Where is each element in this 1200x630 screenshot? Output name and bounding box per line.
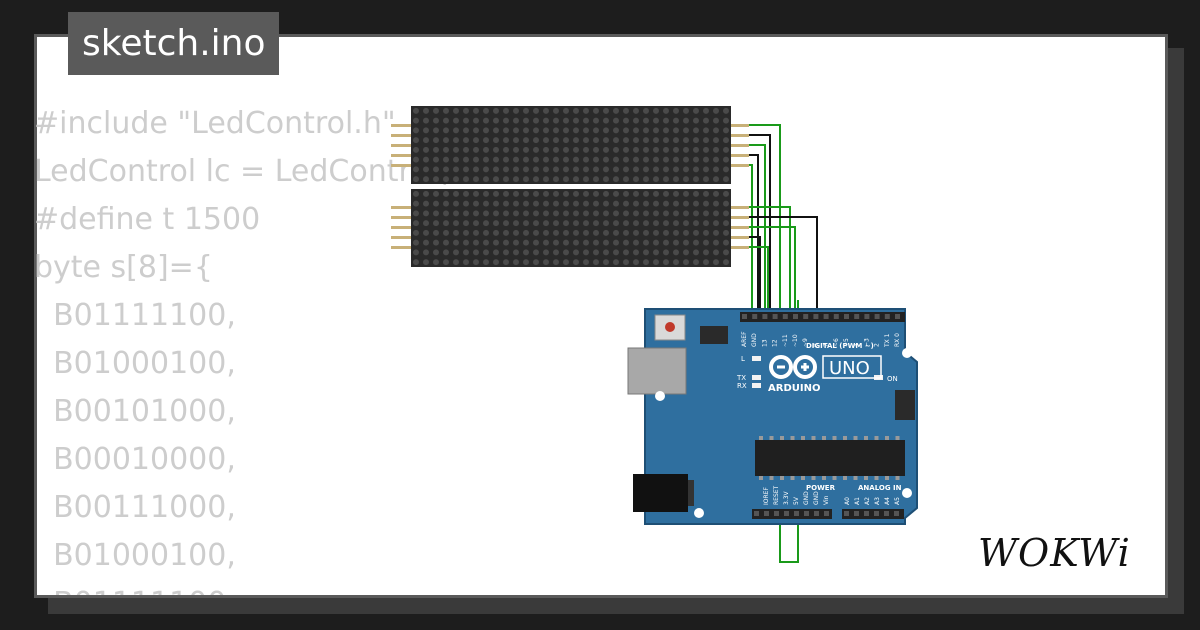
pin-label: 3.3V [783,490,790,505]
analog-header [842,509,904,519]
icsp-header-side [895,390,915,420]
power-header [752,509,832,519]
pin-label: ~5 [843,338,850,347]
label-digital: DIGITAL (PWM ~) [806,342,874,350]
pin-label: GND [751,333,758,347]
mounting-holes [655,348,912,518]
pin-label: AREF [741,331,748,347]
led-l [752,356,761,361]
pin-label: ~9 [802,338,809,347]
pin-label: 2 [874,343,881,347]
pin-label: IOREF [763,487,770,505]
icsp-header-top [700,326,728,344]
pin-label: A5 [894,497,901,505]
code-line: B00010000, [34,442,236,477]
matrix-right-pins [731,124,749,249]
board-brand: ARDUINO [768,383,820,394]
led-matrix-bottom-dots [413,190,729,266]
wokwi-logo-text: WOKWi [978,531,1131,575]
code-line: B01000100, [34,346,236,381]
pin-label: ~10 [792,334,799,347]
reset-icon [665,322,675,332]
label-analog: ANALOG IN [858,484,902,492]
pin-label: A1 [854,497,861,505]
pin-label: Vin [823,495,830,505]
pin-label: 5V [793,496,800,505]
code-line: B01000100, [34,538,236,573]
wokwi-logo: WOKWi [978,531,1131,575]
pin-label: ~6 [833,338,840,347]
led-matrix-bottom[interactable] [411,189,731,267]
code-line: B01111100, [34,298,236,333]
power-jack [633,474,688,512]
arduino-uno-board[interactable]: UNO ARDUINO DIGITAL (PWM ~) L TX RX ON P… [627,308,918,525]
pin-label: A2 [864,497,871,505]
usb-port [627,347,687,395]
pin-label: RESET [773,485,780,505]
code-line: #define t 1500 [34,202,261,237]
code-line: #include "LedControl.h" [34,106,396,141]
pin-label: 13 [761,339,768,347]
pin-label: 8 [812,343,819,347]
digital-header [740,312,905,322]
pin-label: 7 [823,343,830,347]
board-model: UNO [829,358,870,379]
code-line: byte s[8]={ [34,250,213,285]
code-line: B01111100, [34,586,236,595]
label-rx: RX [737,382,747,390]
pin-label: ~11 [782,334,789,347]
filename-tab[interactable]: sketch.ino [68,12,280,75]
pin-label: 12 [772,339,779,347]
label-tx: TX [736,374,746,382]
pin-label: A0 [844,497,851,505]
pin-label: GND [803,491,810,505]
pin-label: 4 [853,343,860,347]
pin-label: ~3 [863,338,870,347]
matrix-left-pins [391,124,411,249]
label-power: POWER [806,484,836,492]
pin-label: GND [813,491,820,505]
arduino-logo-icon [769,355,817,379]
pin-label: A3 [874,497,881,505]
label-on: ON [887,375,898,383]
code-line: B00101000, [34,394,236,429]
atmega-chip [755,440,905,476]
led-tx [752,375,761,380]
pin-label: A4 [884,497,891,505]
label-l: L [741,355,745,363]
led-matrix-top-dots [413,107,729,183]
code-line: B00111000, [34,490,236,525]
pin-label: RX 0 [894,333,901,347]
pin-label: TX 1 [884,333,891,348]
led-matrix-top[interactable] [411,106,731,184]
led-rx [752,383,761,388]
